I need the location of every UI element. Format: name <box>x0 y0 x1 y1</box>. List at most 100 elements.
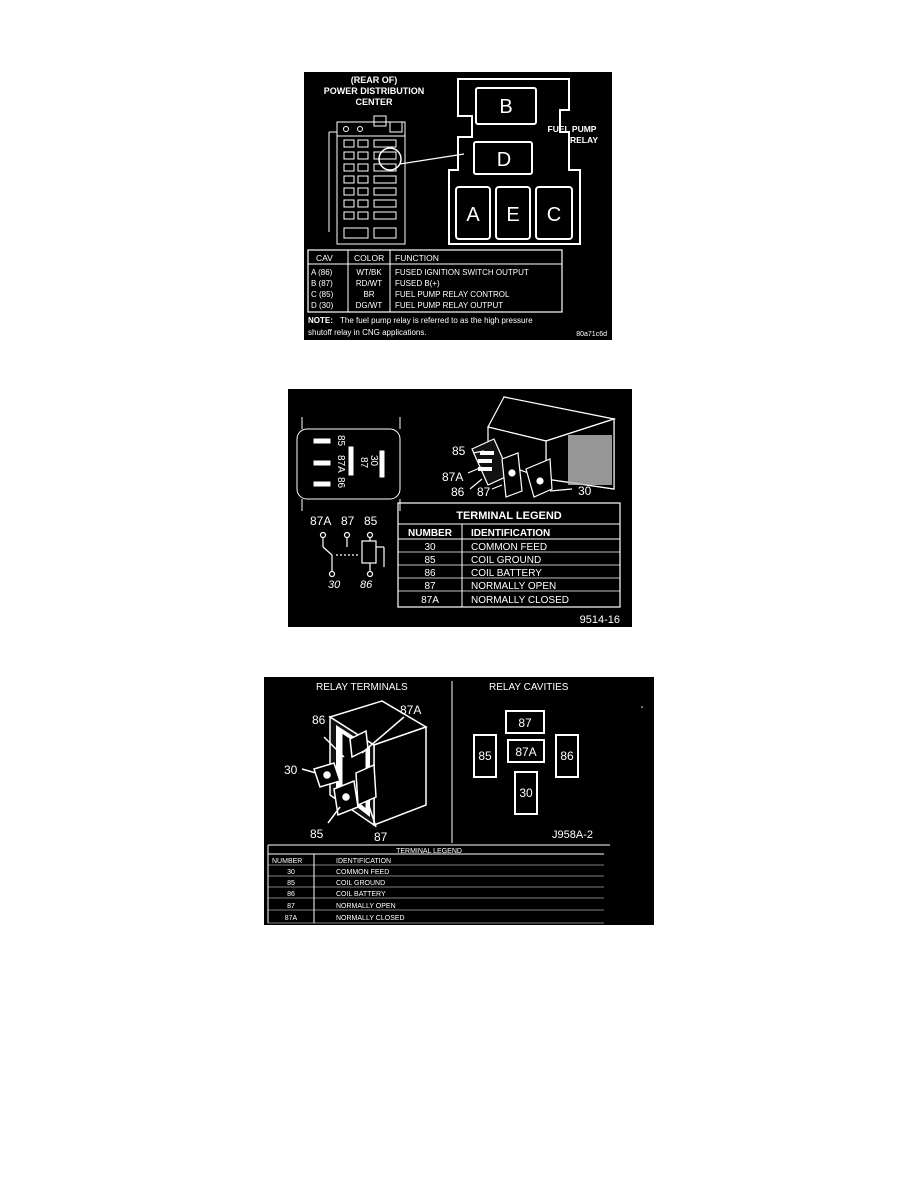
circuit-label-85: 85 <box>364 514 378 528</box>
table-cell: FUEL PUMP RELAY CONTROL <box>395 290 510 299</box>
legend-cell: COIL BATTERY <box>336 891 386 898</box>
table-cell: A (86) <box>311 268 333 277</box>
circuit-label-30: 30 <box>328 579 341 591</box>
legend-cell: NORMALLY CLOSED <box>471 595 569 606</box>
cavity-30-label: 30 <box>519 786 533 800</box>
pdc-fuel-pump-relay-figure: (REAR OF) POWER DISTRIBUTION CENTER <box>304 72 612 340</box>
figure-code: J958A-2 <box>552 829 593 841</box>
table-cell: RD/WT <box>356 279 382 288</box>
terminal-87-label: 87 <box>374 830 388 844</box>
cavity-a-label: A <box>466 204 480 226</box>
terminal-86-label: 86 <box>312 713 326 727</box>
figure-code: 80a71c6d <box>576 331 607 338</box>
table-cell: WT/BK <box>356 268 382 277</box>
legend-cell: 87 <box>424 581 436 592</box>
relay-cavities-drawing <box>473 710 579 815</box>
legend-cell: 87A <box>421 595 439 606</box>
cavity-b-label: B <box>499 96 512 118</box>
pdc-body-sketch <box>328 115 465 245</box>
pdc-title-line1: (REAR OF) <box>351 75 398 85</box>
terminal-30-label: 30 <box>284 763 298 777</box>
legend-cell: 87A <box>285 915 298 922</box>
cavity-b <box>475 87 537 125</box>
terminal-87a-label: 87A <box>400 703 421 717</box>
terminal-legend-table: TERMINAL LEGEND NUMBER IDENTIFICATION 30… <box>397 502 621 608</box>
terminal-85-label: 85 <box>310 827 324 841</box>
relay-pin-86: 86 <box>451 485 465 499</box>
speck <box>641 706 643 708</box>
relay-pin-30: 30 <box>578 484 592 498</box>
cavity-table: CAV COLOR FUNCTION A (86) WT/BK FUSED IG… <box>307 249 563 313</box>
legend-cell: COIL BATTERY <box>471 568 542 579</box>
circuit-label-87: 87 <box>341 514 355 528</box>
table-cell: DG/WT <box>356 301 383 310</box>
legend-cell: NORMALLY OPEN <box>336 903 396 910</box>
cavity-d <box>473 141 533 175</box>
cavity-85-label: 85 <box>478 749 492 763</box>
cavity-e-label: E <box>506 204 519 226</box>
legend-cell: 87 <box>287 903 295 910</box>
cavity-a <box>455 186 491 240</box>
legend-cell: 85 <box>424 555 436 566</box>
table-header-color: COLOR <box>354 253 384 263</box>
legend-header-identification: IDENTIFICATION <box>471 528 550 539</box>
relay-cavity-outline <box>448 78 581 245</box>
table-header-function: FUNCTION <box>395 253 439 263</box>
legend-header-number: NUMBER <box>408 528 453 539</box>
cavity-87-label: 87 <box>518 716 532 730</box>
pdc-diagram: (REAR OF) POWER DISTRIBUTION CENTER <box>307 75 607 338</box>
cavity-c <box>535 186 573 240</box>
legend-cell: 30 <box>424 542 436 553</box>
pdc-title-line2: POWER DISTRIBUTION <box>324 86 425 96</box>
terminal-legend-table: TERMINAL LEGEND NUMBER IDENTIFICATION 30… <box>267 844 610 924</box>
relay-terminals-cavities-figure: RELAY TERMINALS RELAY CAVITIES 86 87A 30… <box>264 677 654 925</box>
relay-diagram: 85 87A 86 87 30 85 87A 86 <box>296 396 621 626</box>
table-cell: FUSED B(+) <box>395 279 440 288</box>
relay-3d-drawing <box>467 396 617 498</box>
cavity-87a-label: 87A <box>515 745 536 759</box>
legend-cell: COMMON FEED <box>336 869 389 876</box>
note-text-line1: The fuel pump relay is referred to as th… <box>340 316 533 325</box>
legend-title: TERMINAL LEGEND <box>396 848 462 855</box>
schematic-pin-87a: 87A <box>335 455 346 473</box>
legend-cell: COIL GROUND <box>336 880 385 887</box>
relay-terminals-title: RELAY TERMINALS <box>316 682 408 693</box>
legend-header-identification: IDENTIFICATION <box>336 858 391 865</box>
legend-cell: 86 <box>424 568 436 579</box>
table-cell: BR <box>363 290 374 299</box>
table-header-cav: CAV <box>316 253 333 263</box>
relay-pin-85: 85 <box>452 444 466 458</box>
relay-pin-87a: 87A <box>442 470 463 484</box>
relay-terminal-legend-figure: 85 87A 86 87 30 85 87A 86 <box>288 389 632 627</box>
legend-cell: COMMON FEED <box>471 542 547 553</box>
legend-cell: COIL GROUND <box>471 555 541 566</box>
circuit-label-87a: 87A <box>310 514 331 528</box>
pdc-title-line3: CENTER <box>355 97 393 107</box>
cavity-c-label: C <box>547 204 561 226</box>
legend-cell: 30 <box>287 869 295 876</box>
schematic-pin-87: 87 <box>358 457 369 469</box>
legend-cell: 85 <box>287 880 295 887</box>
table-cell: B (87) <box>311 279 333 288</box>
pin-schematic <box>296 417 401 511</box>
schematic-pin-30: 30 <box>368 455 379 467</box>
relay-terminals-drawing <box>301 700 428 828</box>
relay-terminals-cavities-diagram: RELAY TERMINALS RELAY CAVITIES 86 87A 30… <box>267 681 643 924</box>
table-cell: FUEL PUMP RELAY OUTPUT <box>395 301 503 310</box>
schematic-pin-86: 86 <box>335 477 346 489</box>
legend-cell: NORMALLY CLOSED <box>336 915 405 922</box>
cavity-e <box>495 186 531 240</box>
relay-circuit-symbol <box>319 531 385 578</box>
figure-code: 9514-16 <box>580 614 620 626</box>
table-cell: C (85) <box>311 290 334 299</box>
cavity-d-label: D <box>497 149 511 171</box>
legend-cell: NORMALLY OPEN <box>471 581 556 592</box>
table-cell: D (30) <box>311 301 334 310</box>
legend-title: TERMINAL LEGEND <box>456 510 562 522</box>
note-text-line2: shutoff relay in CNG applications. <box>308 328 427 337</box>
circuit-label-86: 86 <box>360 579 373 591</box>
relay-label-line2: RELAY <box>570 135 598 145</box>
relay-pin-87: 87 <box>477 485 491 499</box>
relay-cavities-title: RELAY CAVITIES <box>489 682 569 693</box>
note-label: NOTE: <box>308 316 333 325</box>
